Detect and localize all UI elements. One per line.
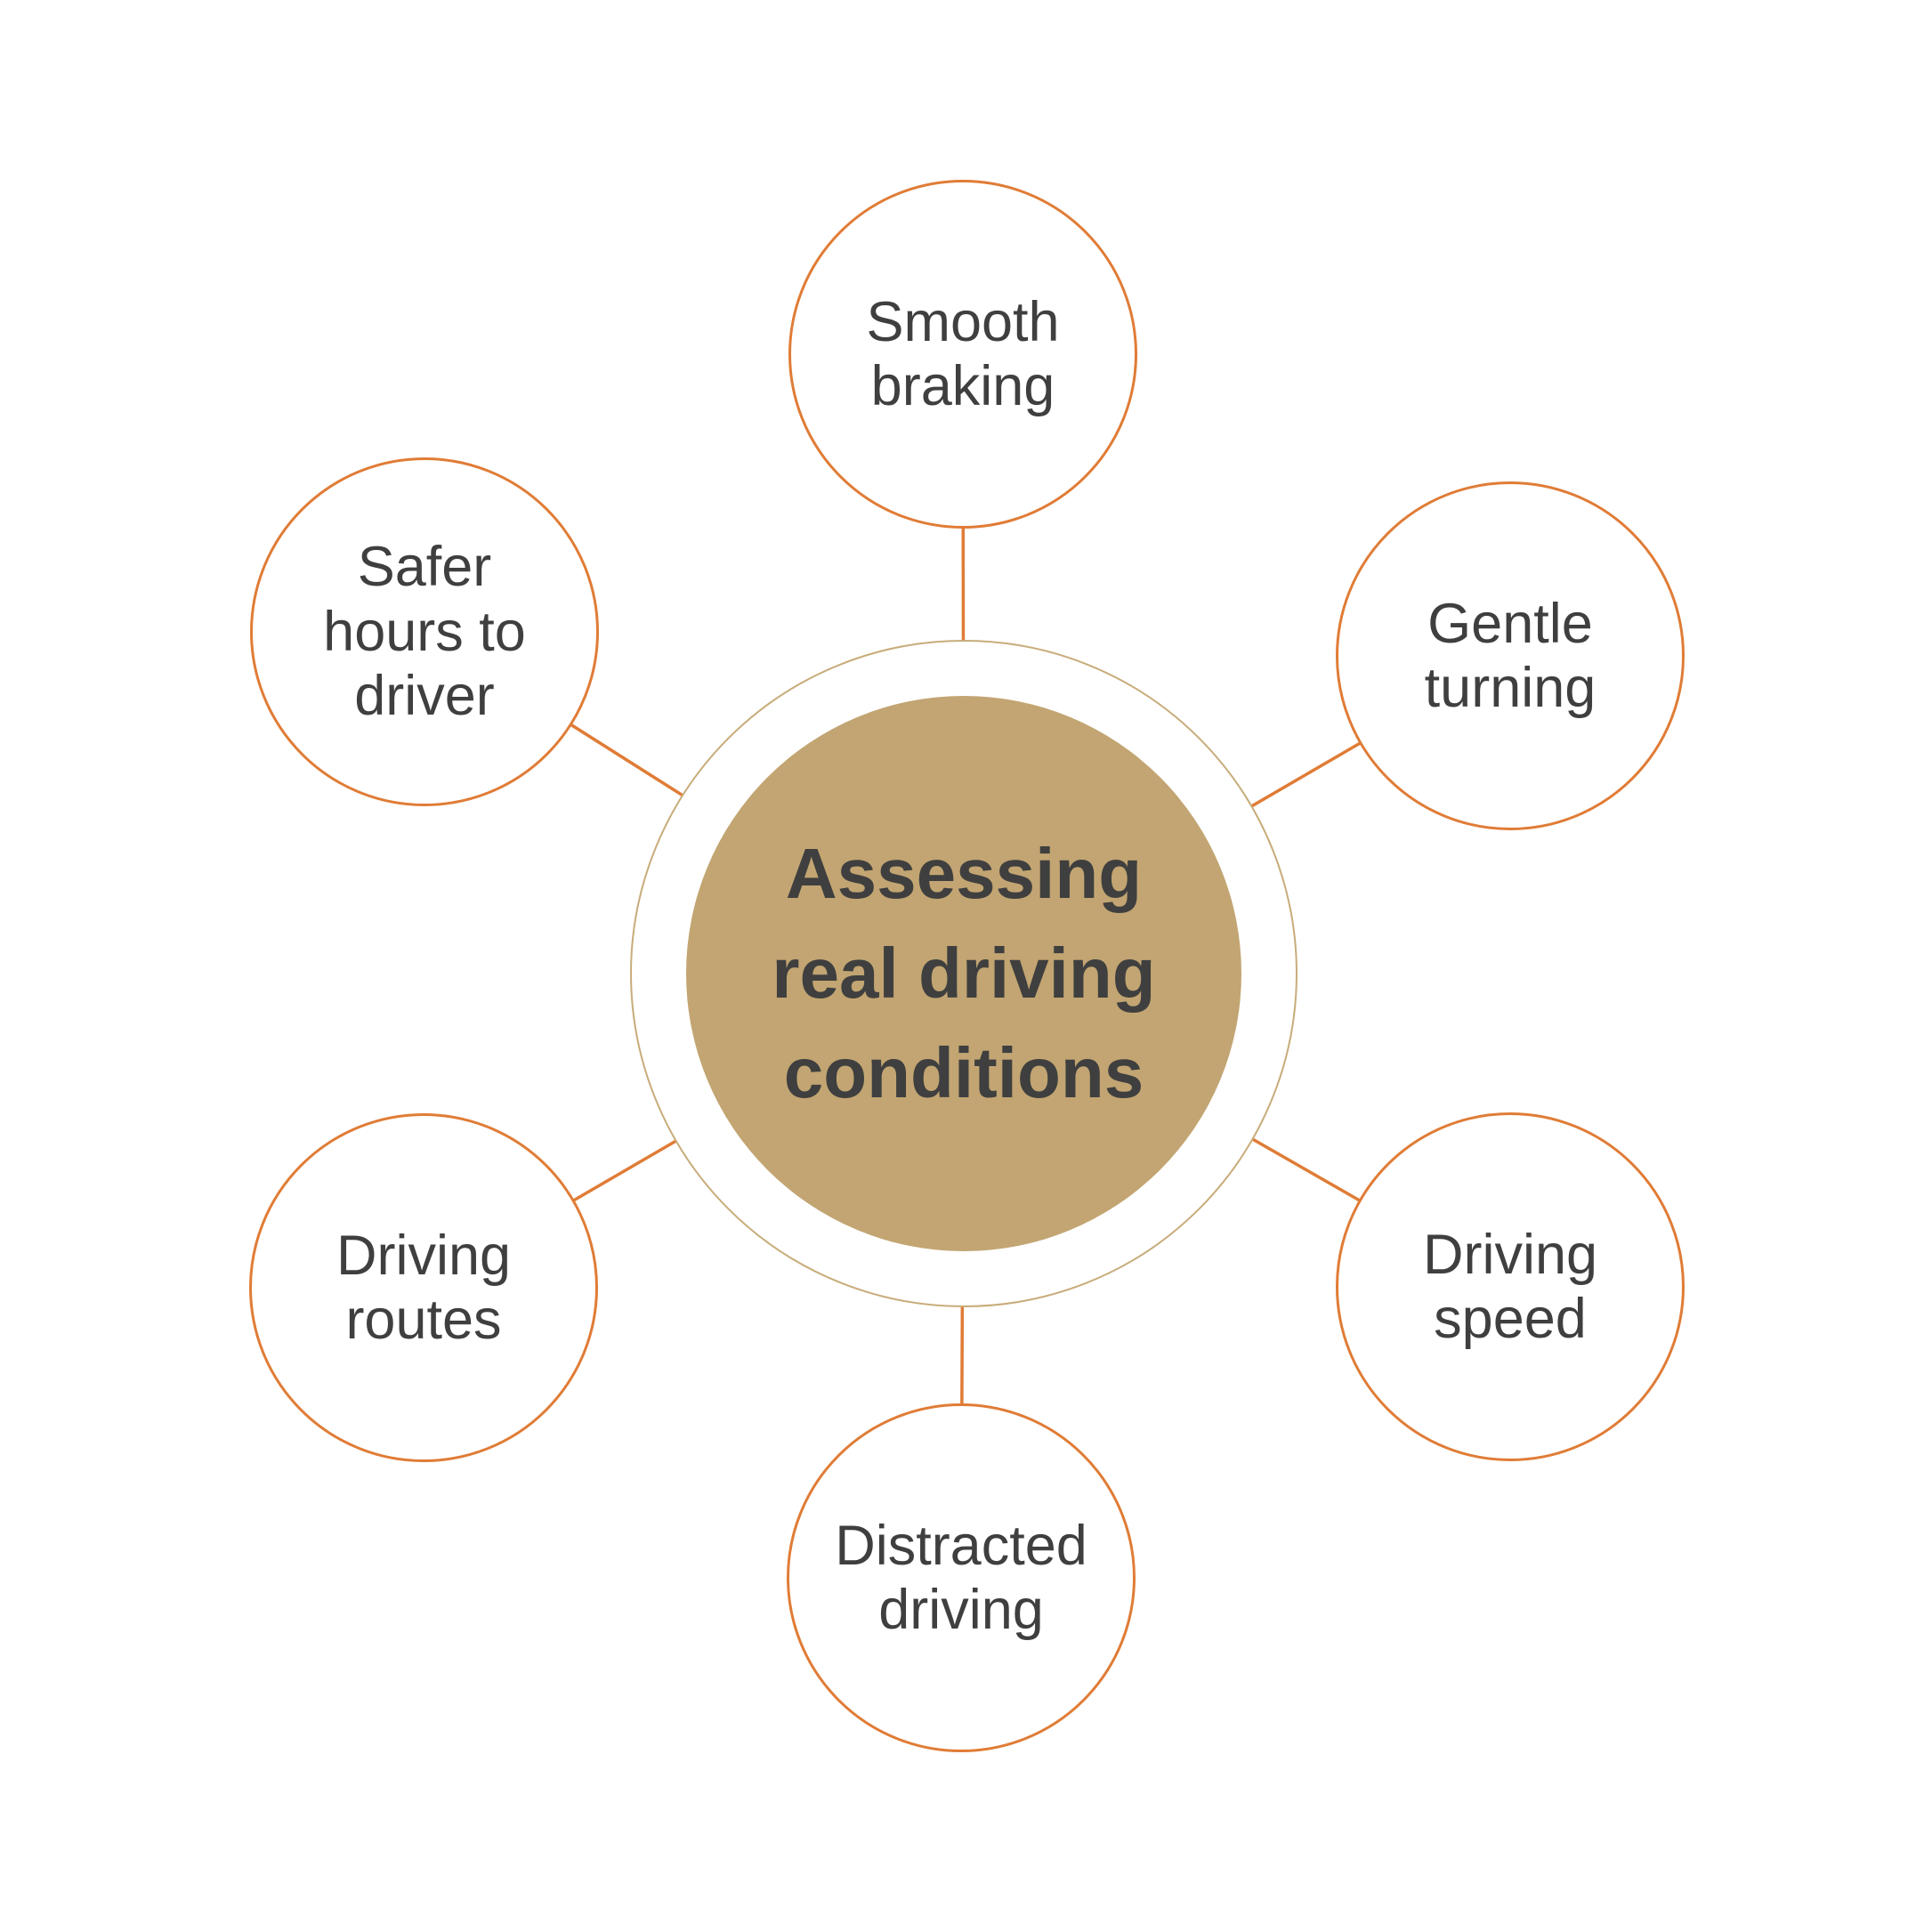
node-gentle-turning-label: Gentle turning <box>1424 592 1597 719</box>
node-driving-speed-label: Driving speed <box>1422 1223 1598 1350</box>
node-distracted-driving: Distracted driving <box>787 1403 1136 1752</box>
node-smooth-braking-label: Smooth braking <box>866 290 1060 417</box>
node-distracted-driving-label: Distracted driving <box>835 1514 1087 1641</box>
center-node: Assessing real driving conditions <box>686 696 1241 1251</box>
node-driving-routes-label: Driving routes <box>335 1224 512 1351</box>
node-driving-routes: Driving routes <box>249 1113 598 1462</box>
node-safer-hours-to-driver: Safer hours to driver <box>250 457 599 806</box>
node-gentle-turning: Gentle turning <box>1336 481 1685 830</box>
node-driving-speed: Driving speed <box>1336 1112 1685 1461</box>
node-safer-hours-to-driver-label: Safer hours to driver <box>323 536 526 728</box>
center-node-label: Assessing real driving conditions <box>772 834 1156 1112</box>
node-smooth-braking: Smooth braking <box>788 180 1137 529</box>
